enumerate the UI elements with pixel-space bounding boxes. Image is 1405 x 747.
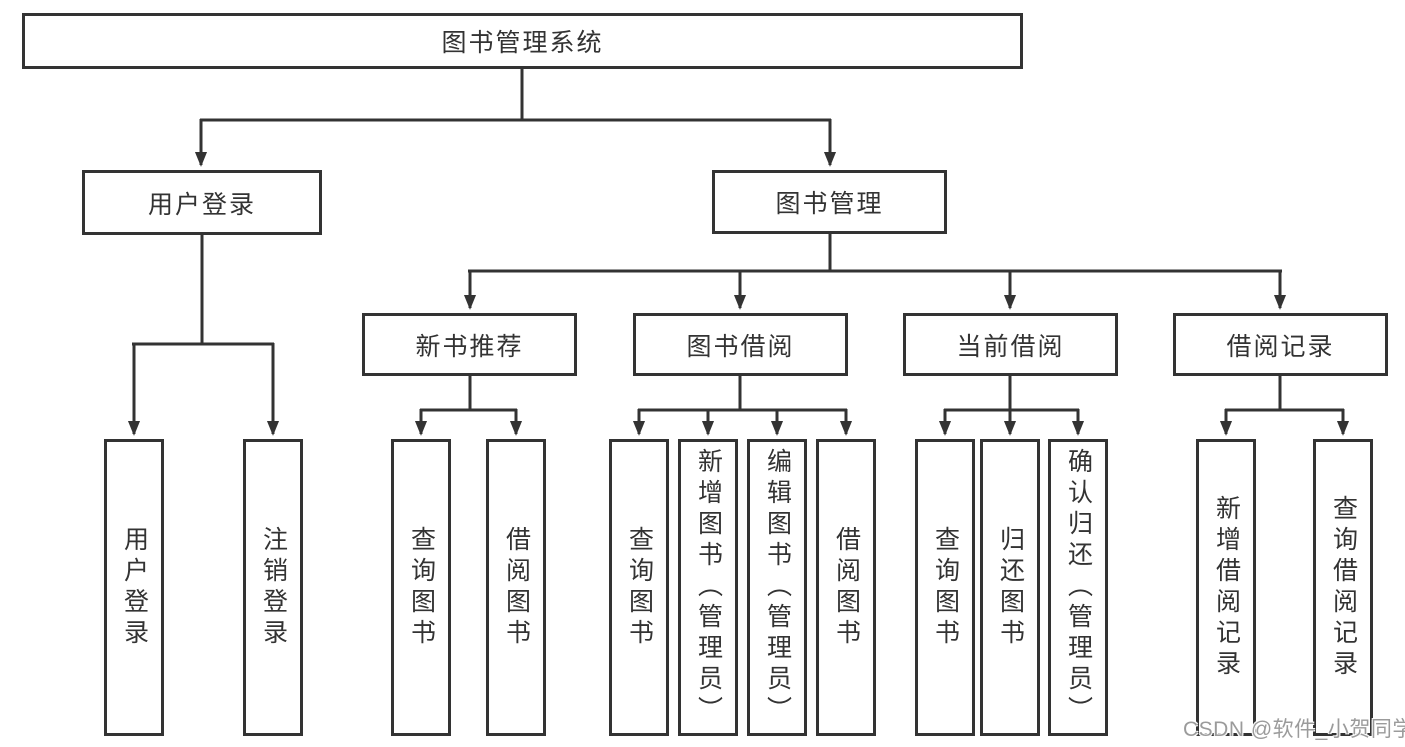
node-new-books: 新书推荐	[362, 313, 577, 376]
node-nb-borrow-label: 借阅图书	[502, 525, 531, 650]
node-r-add: 新增借阅记录	[1196, 439, 1256, 736]
node-borrow-label: 图书借阅	[686, 332, 795, 361]
node-records: 借阅记录	[1173, 313, 1388, 376]
node-nb-borrow: 借阅图书	[486, 439, 546, 736]
node-r-add-label: 新增借阅记录	[1212, 494, 1241, 681]
node-c-confirm: 确认归还（管理员）	[1048, 439, 1108, 736]
node-b-add-label: 新增图书（管理员）	[694, 448, 723, 727]
node-c-confirm-label: 确认归还（管理员）	[1064, 448, 1093, 727]
node-current-label: 当前借阅	[956, 332, 1065, 361]
node-b-borrow: 借阅图书	[816, 439, 876, 736]
node-nb-query: 查询图书	[391, 439, 451, 736]
node-b-add: 新增图书（管理员）	[678, 439, 738, 736]
node-login-label: 用户登录	[120, 525, 149, 650]
node-r-query-label: 查询借阅记录	[1329, 494, 1358, 681]
node-current: 当前借阅	[903, 313, 1118, 376]
node-r-query: 查询借阅记录	[1313, 439, 1373, 736]
node-b-borrow-label: 借阅图书	[832, 525, 861, 650]
node-nb-query-label: 查询图书	[407, 525, 436, 650]
node-c-query: 查询图书	[915, 439, 975, 736]
node-b-edit-label: 编辑图书（管理员）	[763, 448, 792, 727]
node-logout-label: 注销登录	[259, 525, 288, 650]
node-new-books-label: 新书推荐	[415, 332, 524, 361]
node-root-label: 图书管理系统	[441, 29, 604, 57]
node-records-label: 借阅记录	[1226, 332, 1335, 361]
node-b-query: 查询图书	[609, 439, 669, 736]
node-root: 图书管理系统	[22, 13, 1023, 69]
node-user-login-group: 用户登录	[82, 170, 322, 235]
node-book-mgmt-label: 图书管理	[775, 190, 884, 218]
node-user-login-group-label: 用户登录	[147, 190, 256, 219]
node-logout: 注销登录	[243, 439, 303, 736]
node-b-query-label: 查询图书	[625, 525, 654, 650]
watermark: CSDN @软件_小贺同学	[1183, 718, 1405, 741]
node-book-mgmt: 图书管理	[712, 170, 947, 234]
node-c-query-label: 查询图书	[931, 525, 960, 650]
node-c-return: 归还图书	[980, 439, 1040, 736]
node-login: 用户登录	[104, 439, 164, 736]
node-borrow: 图书借阅	[633, 313, 848, 376]
node-c-return-label: 归还图书	[996, 525, 1025, 650]
node-b-edit: 编辑图书（管理员）	[747, 439, 807, 736]
